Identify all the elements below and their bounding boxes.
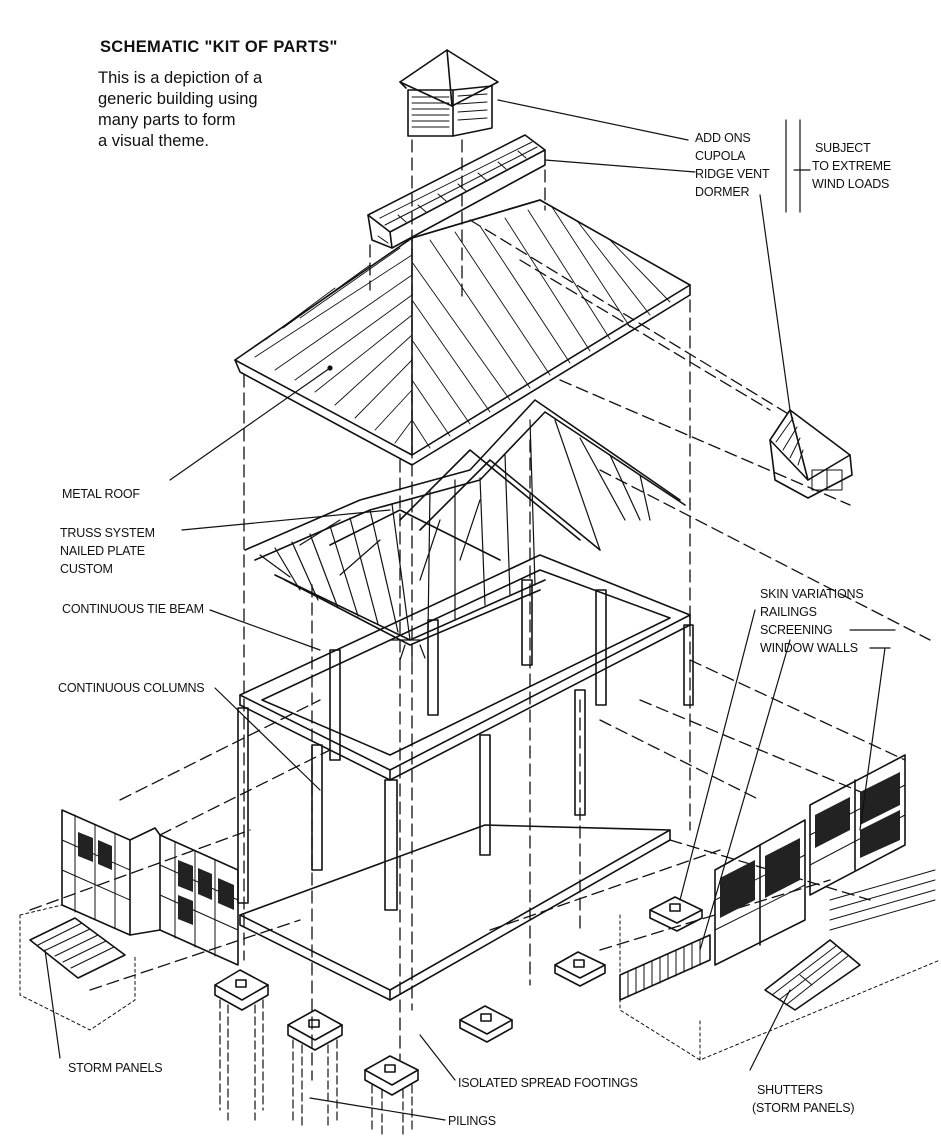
label-ridge-vent: RIDGE VENT (695, 167, 770, 181)
label-truss-system: TRUSS SYSTEM (60, 526, 155, 540)
leader-lines (45, 100, 895, 1120)
label-storm-panels: STORM PANELS (68, 1061, 163, 1075)
intro-line: generic building using (98, 90, 258, 108)
label-cupola: CUPOLA (695, 149, 746, 163)
left-window-wall-drawing (62, 810, 238, 965)
label-skin-variations: SKIN VARIATIONS (760, 587, 864, 601)
label-subject: SUBJECT (815, 141, 871, 155)
intro-line: a visual theme. (98, 132, 209, 150)
spread-footings-drawing (215, 897, 702, 1095)
intro-line: many parts to form (98, 111, 236, 129)
left-storm-panel-drawing (20, 905, 135, 1030)
pilings-drawing (220, 1000, 412, 1135)
label-columns: CONTINUOUS COLUMNS (58, 681, 205, 695)
label-window-walls: WINDOW WALLS (760, 641, 858, 655)
cupola-drawing (400, 50, 498, 136)
label-dormer: DORMER (695, 185, 750, 199)
label-subject: WIND LOADS (812, 177, 890, 191)
label-shutters: SHUTTERS (757, 1083, 823, 1097)
label-add-ons: ADD ONS (695, 131, 751, 145)
label-metal-roof: METAL ROOF (62, 487, 140, 501)
intro-line: This is a depiction of a (98, 69, 263, 87)
label-shutters: (STORM PANELS) (752, 1101, 855, 1115)
label-truss-system: CUSTOM (60, 562, 113, 576)
label-footings: ISOLATED SPREAD FOOTINGS (458, 1076, 638, 1090)
columns-drawing (238, 580, 693, 910)
intro-text: This is a depiction of a generic buildin… (98, 68, 262, 152)
ridge-vent-drawing (368, 135, 545, 248)
truss-webs (260, 420, 650, 662)
label-subject: TO EXTREME (812, 159, 892, 173)
shutters-drawing (765, 870, 935, 1010)
metal-roof-drawing (235, 200, 690, 465)
label-railings: RAILINGS (760, 605, 817, 619)
label-tie-beam: CONTINUOUS TIE BEAM (62, 602, 204, 616)
right-window-wall-drawing (620, 755, 940, 1060)
roof-seams (250, 207, 670, 448)
railing-drawing (620, 935, 710, 1000)
label-pilings: PILINGS (448, 1114, 496, 1128)
label-screening: SCREENING (760, 623, 833, 637)
diagram-title: SCHEMATIC "KIT OF PARTS" (100, 38, 338, 56)
label-truss-system: NAILED PLATE (60, 544, 145, 558)
dormer-drawing (770, 410, 852, 498)
ground-frame-drawing (240, 825, 670, 1000)
truss-system-drawing (245, 400, 685, 662)
tie-beam-drawing (240, 555, 690, 780)
